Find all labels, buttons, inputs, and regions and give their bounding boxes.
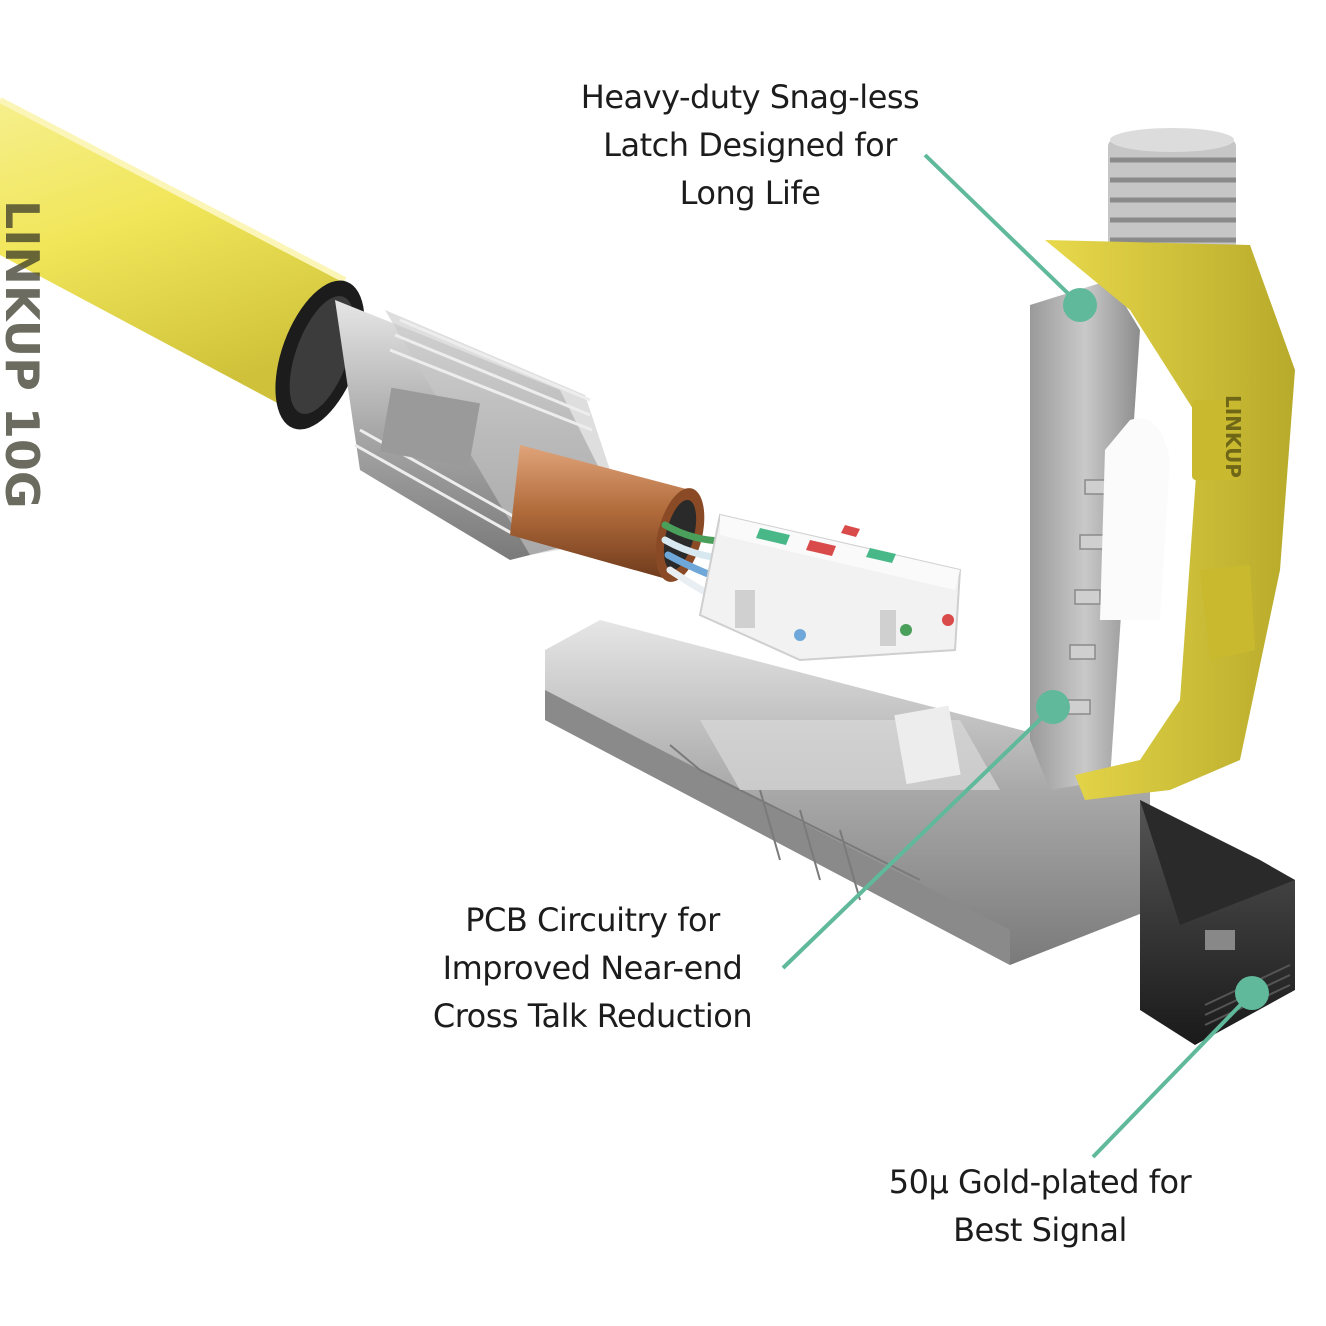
- latch-logo-text: LINKUP: [1221, 395, 1245, 478]
- gold-callout-dot: [1235, 976, 1269, 1010]
- rj45-tip: [1140, 800, 1295, 1045]
- pcb-callout-line-2: Improved Near-end: [442, 949, 743, 987]
- connector-body: [545, 620, 1150, 965]
- gold-callout-line-2: Best Signal: [953, 1211, 1127, 1249]
- pcb-callout-line: [781, 705, 1055, 970]
- pcb-callout-line-3: Cross Talk Reduction: [432, 997, 753, 1035]
- yellow-latch: LINKUP: [1045, 240, 1295, 800]
- latch-callout-line-2: Latch Designed for: [603, 126, 897, 164]
- callout-dots: [1036, 288, 1269, 1010]
- latch-callout-line: [923, 153, 1082, 307]
- latch-callout-dot: [1063, 288, 1097, 322]
- top-screw: [1108, 128, 1236, 260]
- latch-callout-line-1: Heavy-duty Snag-less: [580, 78, 920, 116]
- top-cover: [1030, 280, 1140, 790]
- wire-organizer: [698, 513, 962, 662]
- gold-callout: 50μ Gold-plated for Best Signal: [850, 1158, 1230, 1254]
- gold-callout-line: [1091, 991, 1254, 1159]
- latch-callout-line-3: Long Life: [679, 174, 821, 212]
- callout-lines: [781, 153, 1254, 1159]
- pcb-callout: PCB Circuitry for Improved Near-end Cros…: [395, 896, 790, 1040]
- gold-callout-line-1: 50μ Gold-plated for: [888, 1163, 1192, 1201]
- cable-print-text: LINKUP 10G: [0, 200, 49, 509]
- pcb-callout-line-1: PCB Circuitry for: [465, 901, 720, 939]
- pcb-callout-dot: [1036, 690, 1070, 724]
- latch-callout: Heavy-duty Snag-less Latch Designed for …: [545, 73, 955, 217]
- yellow-cable: LINKUP 10G: [0, 97, 347, 509]
